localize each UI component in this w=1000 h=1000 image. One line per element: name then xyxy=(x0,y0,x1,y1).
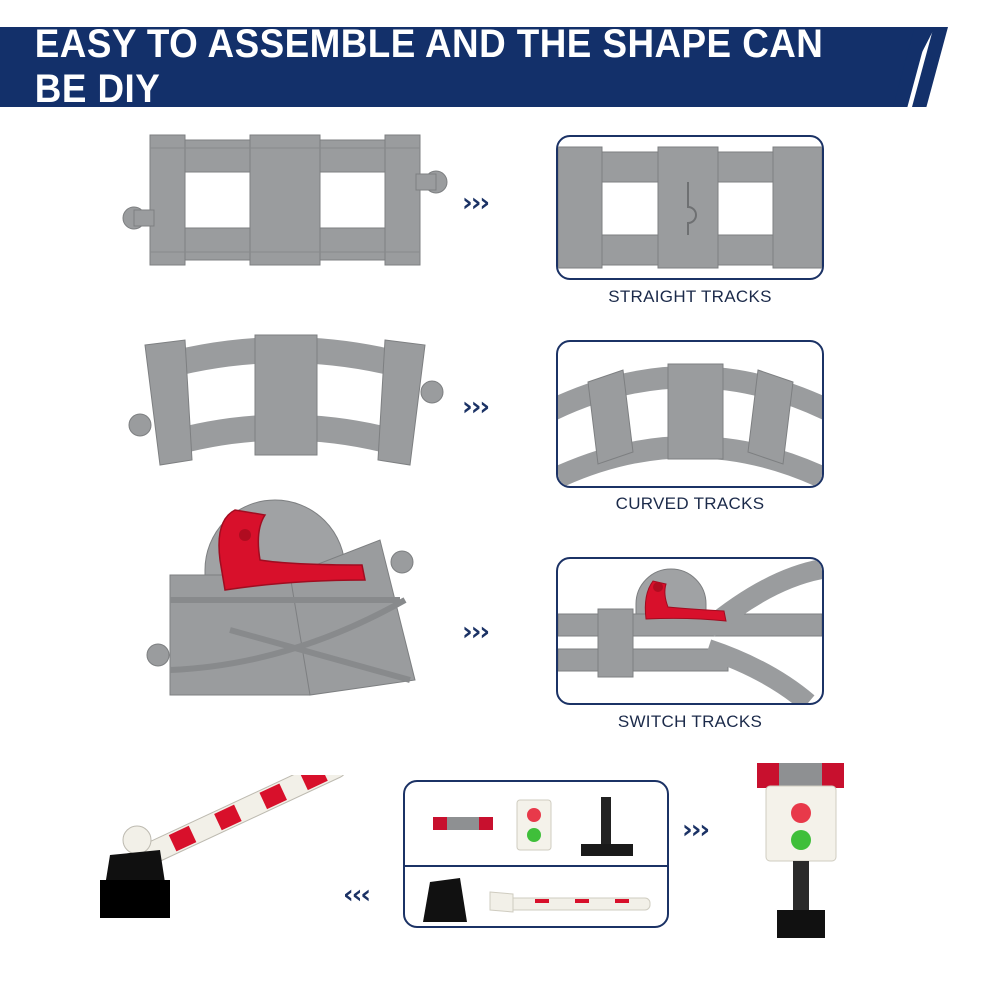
banner-title: EASY TO ASSEMBLE AND THE SHAPE CAN BE DI… xyxy=(34,22,824,111)
switch-track-piece xyxy=(140,480,430,740)
header-banner xyxy=(0,27,935,107)
curved-tracks-frame xyxy=(556,340,824,488)
curved-track-piece xyxy=(120,330,450,470)
arrow-left-icon: ‹‹‹ xyxy=(343,880,371,910)
arrow-right-icon: ››› xyxy=(462,617,490,647)
straight-tracks-frame xyxy=(556,135,824,280)
parts-divider xyxy=(405,865,667,867)
arrow-right-icon: ››› xyxy=(682,815,710,845)
switch-tracks-frame xyxy=(556,557,824,705)
straight-tracks-caption: STRAIGHT TRACKS xyxy=(608,287,772,306)
switch-tracks-caption: SWITCH TRACKS xyxy=(617,712,763,731)
crossing-parts-frame xyxy=(403,780,669,928)
assembled-signal xyxy=(752,758,852,943)
arrow-right-icon: ››› xyxy=(462,188,490,218)
curved-tracks-caption: CURVED TRACKS xyxy=(615,494,765,513)
arrow-right-icon: ››› xyxy=(462,392,490,422)
assembled-barrier xyxy=(95,775,375,925)
straight-track-piece xyxy=(120,130,450,270)
